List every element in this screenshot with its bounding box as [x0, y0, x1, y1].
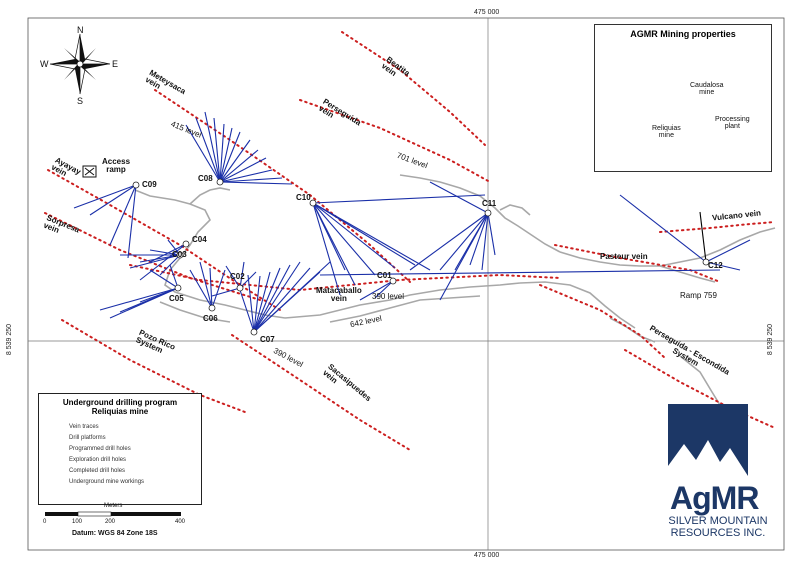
vein-traces — [44, 31, 776, 451]
platform-label-c08: C08 — [198, 174, 213, 183]
completed-drill-holes — [73, 111, 751, 333]
platform-c04-icon — [182, 240, 190, 248]
access-ramp-label: Access ramp — [102, 157, 131, 174]
vein-label-pasteur: Pasteur vein — [600, 252, 648, 261]
logo-subtitle: SILVER MOUNTAIN RESOURCES INC. — [668, 515, 768, 539]
platform-label-c03: C03 — [172, 250, 187, 259]
platform-c12-icon — [702, 258, 710, 266]
level-label-390-a: 390 level — [372, 292, 405, 301]
compass-n: N — [77, 25, 84, 35]
vein-label-matacaballo: Matacaballo vein — [316, 286, 362, 303]
compass-s: S — [77, 96, 84, 106]
legend-item-workings: Underground mine workings — [69, 479, 145, 485]
platform-label-c12: C12 — [708, 261, 723, 270]
platform-c05-icon — [174, 284, 182, 292]
coord-left-northing: 8 539 250 — [6, 323, 14, 356]
coord-bottom-easting: 475 000 — [474, 552, 500, 559]
logo-line-2: RESOURCES INC. — [670, 527, 766, 539]
agmr-logo-icon — [668, 404, 748, 476]
platform-c08-icon — [216, 178, 224, 186]
platform-c03-icon — [176, 251, 184, 259]
scale-tick-200: 200 — [105, 519, 116, 525]
platform-label-c06: C06 — [203, 314, 218, 323]
platform-label-c02: C02 — [230, 272, 245, 281]
legend-title-1: Underground drilling program — [62, 398, 178, 407]
coord-right-northing: 8 539 250 — [767, 323, 775, 356]
drill-platforms — [132, 178, 710, 336]
legend-item-exploration: Exploration drill holes — [69, 457, 127, 463]
inset-processing-label: Processing plant — [715, 116, 750, 130]
inset-caudalosa-label: Caudalosa mine — [690, 82, 724, 96]
inset-reliquias-label: Reliquias mine — [652, 125, 681, 139]
platform-label-c11: C11 — [482, 199, 497, 208]
access-ramp-icon — [82, 165, 97, 178]
platform-label-c09: C09 — [142, 180, 157, 189]
platform-label-c10: C10 — [296, 193, 311, 202]
inset-title: AGMR Mining properties — [630, 29, 736, 39]
coord-top-easting: 475 000 — [474, 9, 500, 16]
scale-bar — [45, 511, 181, 517]
platform-c02-icon — [236, 284, 244, 292]
logo-name: AgMR — [670, 480, 759, 516]
programmed-drill-holes — [699, 211, 707, 263]
legend-title-2: Reliquias mine — [91, 407, 149, 416]
platform-c10-icon — [309, 199, 317, 207]
platform-label-c05: C05 — [169, 294, 184, 303]
platform-c11-icon — [484, 209, 492, 217]
inset-map: AGMR Mining properties — [594, 24, 772, 172]
legend-item-programmed: Programmed drill holes — [69, 446, 131, 452]
compass-e: E — [112, 59, 119, 69]
platform-label-c07: C07 — [260, 335, 275, 344]
platform-label-c04: C04 — [192, 235, 207, 244]
scale-label: Meters — [104, 503, 123, 509]
datum-label: Datum: WGS 84 Zone 18S — [72, 530, 158, 537]
compass-w: W — [40, 59, 49, 69]
platform-c01-icon — [389, 277, 397, 285]
scale-tick-100: 100 — [72, 519, 83, 525]
platform-c07-icon — [250, 328, 258, 336]
legend-item-vein-traces: Vein traces — [69, 424, 99, 430]
legend-item-drill-platforms: Drill platforms — [69, 435, 106, 441]
logo-line-1: SILVER MOUNTAIN — [668, 515, 768, 527]
legend-item-completed: Completed drill holes — [69, 468, 126, 474]
map-legend: Underground drilling program Reliquias m… — [38, 393, 202, 505]
platform-c09-icon — [132, 181, 140, 189]
level-label-ramp759: Ramp 759 — [680, 291, 717, 300]
platform-label-c01: C01 — [377, 271, 392, 280]
compass-rose-icon — [49, 33, 111, 95]
map-frame — [27, 17, 785, 551]
platform-c06-icon — [208, 304, 216, 312]
scale-tick-0: 0 — [43, 519, 47, 525]
scale-tick-400: 400 — [175, 519, 186, 525]
